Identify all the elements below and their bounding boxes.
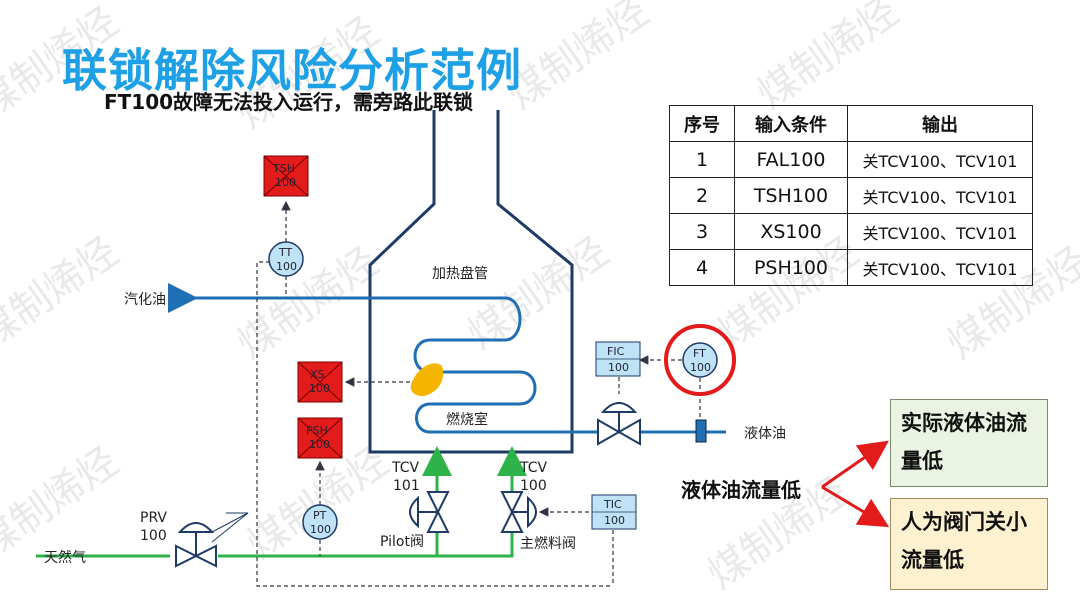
interlock-table: 序号 输入条件 输出 1 FAL100 关TCV100、TCV101 2 TSH… (669, 105, 1033, 286)
fic-number: 100 (608, 361, 629, 374)
xs-tag: XS (310, 368, 325, 381)
tcv101-number: 101 (393, 478, 420, 494)
cause-arrow-down (821, 485, 890, 528)
column-header: 输出 (847, 105, 1033, 142)
table-cell: 3 (669, 213, 735, 250)
prv-valve (175, 512, 249, 568)
tt-number: 100 (276, 260, 297, 273)
table-cell: 关TCV100、TCV101 (847, 177, 1033, 214)
fic-control-valve (597, 402, 641, 446)
table-row: 3 XS100 关TCV100、TCV101 (669, 213, 1033, 250)
pt-circle: PT 100 (302, 504, 338, 540)
xs-alarm-box: XS 100 (297, 361, 343, 403)
cause-arrow-up (821, 440, 889, 489)
natural-gas-label: 天然气 (44, 549, 86, 566)
table-cell: 4 (669, 249, 735, 286)
page-subtitle: FT100故障无法投入运行，需旁路此联锁 (104, 90, 474, 114)
psh-alarm-box: PSH 100 (297, 417, 343, 459)
branch-actual-low-flow: 实际液体油流量低 (890, 399, 1048, 487)
cause-label: 液体油流量低 (681, 478, 801, 502)
page-title: 联锁解除风险分析范例 (62, 44, 523, 97)
tcv100-number: 100 (520, 478, 547, 494)
table-cell: 1 (669, 141, 735, 178)
pt-tag: PT (313, 509, 327, 522)
prv-tag: PRV (140, 510, 167, 526)
tcv100-valve (500, 491, 537, 533)
pt-number: 100 (310, 523, 331, 536)
tcv100-tag: TCV (519, 460, 548, 476)
tcv101-tag: TCV (391, 460, 420, 476)
table-row: 4 PSH100 关TCV100、TCV101 (669, 249, 1033, 286)
pilot-valve-label: Pilot阀 (380, 534, 424, 550)
furnace-outline (368, 110, 574, 454)
column-header: 序号 (669, 105, 735, 142)
table-cell: FAL100 (734, 141, 848, 178)
tic-box: TIC 100 (591, 494, 637, 530)
vaporized-oil-label: 汽化油 (124, 292, 166, 308)
table-cell: XS100 (734, 213, 848, 250)
tt-tag: TT (278, 246, 293, 259)
column-header: 输入条件 (734, 105, 848, 142)
tic-tag: TIC (603, 498, 622, 511)
table-row: 2 TSH100 关TCV100、TCV101 (669, 177, 1033, 214)
table-cell: PSH100 (734, 249, 848, 286)
table-cell: 关TCV100、TCV101 (847, 141, 1033, 178)
fic-box: FIC 100 (595, 341, 641, 377)
flow-element (695, 419, 707, 443)
table-cell: 2 (669, 177, 735, 214)
tsh-number: 100 (275, 176, 296, 189)
psh-tag: PSH (306, 424, 328, 437)
main-fuel-valve-label: 主燃料阀 (520, 535, 576, 552)
table-cell: TSH100 (734, 177, 848, 214)
prv-number: 100 (140, 528, 167, 544)
xs-number: 100 (309, 382, 330, 395)
furnace-coil-label: 加热盘管 (432, 265, 488, 282)
fic-tag: FIC (607, 345, 625, 358)
table-cell: 关TCV100、TCV101 (847, 213, 1033, 250)
table-row: 1 FAL100 关TCV100、TCV101 (669, 141, 1033, 178)
tsh-alarm-box: TSH 100 (263, 155, 309, 197)
signal-lines (256, 200, 701, 587)
ft-number: 100 (690, 361, 711, 374)
psh-number: 100 (309, 438, 330, 451)
table-header-row: 序号 输入条件 输出 (669, 105, 1033, 142)
furnace-chamber-label: 燃烧室 (446, 411, 488, 428)
branch-manual-valve-closed: 人为阀门关小流量低 (890, 498, 1048, 590)
tic-number: 100 (604, 514, 625, 527)
table-cell: 关TCV100、TCV101 (847, 249, 1033, 286)
gas-line-main (218, 446, 527, 558)
tt-circle: TT 100 (268, 241, 304, 277)
tcv101-valve (409, 491, 450, 533)
ft-highlight-ring (664, 324, 736, 396)
ft-tag: FT (693, 347, 706, 360)
tsh-tag: TSH (272, 162, 295, 175)
ft-circle: FT 100 (664, 324, 736, 396)
liquid-oil-label: 液体油 (744, 426, 786, 442)
flame-icon (410, 363, 444, 397)
